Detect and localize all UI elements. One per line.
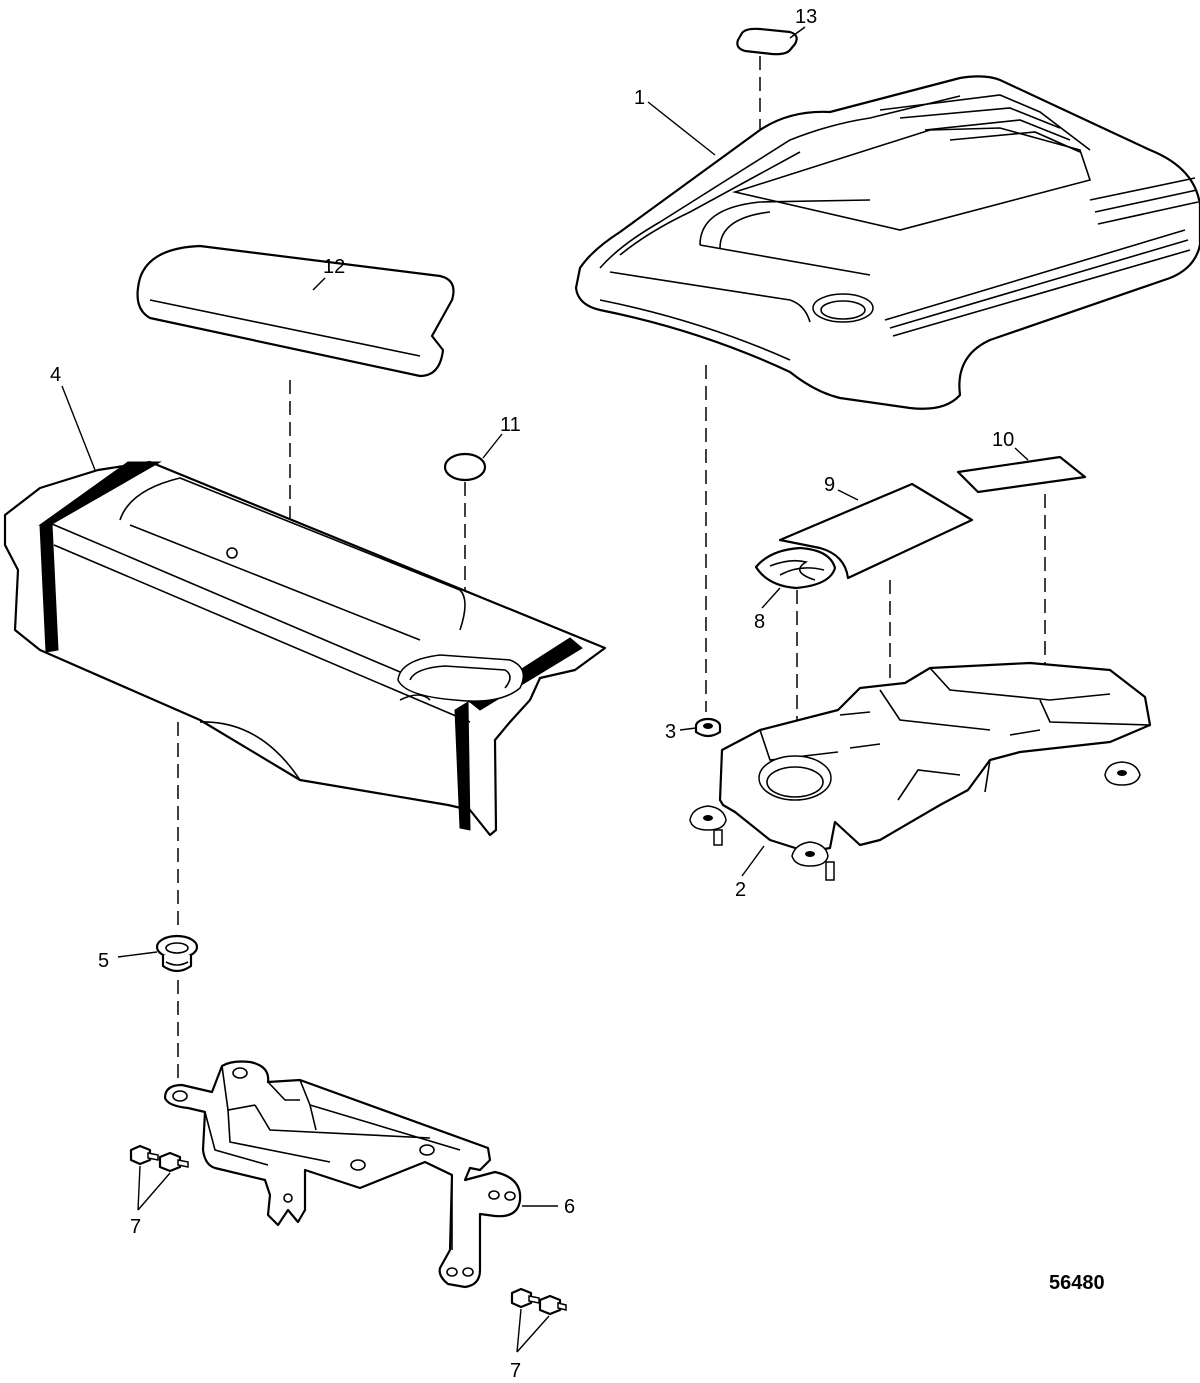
callout-4: 4 — [50, 364, 61, 386]
leader-5 — [117, 951, 158, 958]
part-9-label — [778, 482, 974, 580]
leader-12 — [312, 277, 326, 291]
leader-13 — [789, 26, 806, 39]
leader-3 — [679, 727, 697, 731]
part-11-round-label — [443, 452, 487, 482]
leader-2 — [741, 845, 765, 877]
part-2-bracket-plate — [689, 661, 1152, 881]
callout-13: 13 — [795, 6, 817, 28]
part-6-mounting-bracket — [163, 1060, 522, 1289]
callout-5: 5 — [98, 950, 109, 972]
leader-10 — [1014, 447, 1029, 461]
callout-2: 2 — [735, 879, 746, 901]
callout-10: 10 — [992, 429, 1014, 451]
leader-8 — [761, 587, 781, 609]
callout-8: 8 — [754, 611, 765, 633]
part-3-grommet — [694, 717, 722, 738]
leader-1 — [647, 101, 716, 156]
part-7-bolts-upper — [129, 1144, 189, 1173]
part-13-label — [736, 27, 798, 56]
part-1-engine-cover — [574, 75, 1200, 410]
part-7-bolts-lower — [510, 1287, 567, 1316]
leader-9 — [837, 489, 859, 501]
leader-7a — [137, 1165, 171, 1211]
callout-1: 1 — [634, 87, 645, 109]
callout-9: 9 — [824, 474, 835, 496]
leader-11 — [482, 433, 503, 459]
part-4-side-cover — [3, 460, 607, 837]
callout-12: 12 — [323, 256, 345, 278]
leader-7b — [516, 1308, 550, 1353]
part-5-grommet — [155, 934, 199, 973]
part-12-pad — [136, 244, 455, 378]
callout-3: 3 — [665, 721, 676, 743]
callout-7a: 7 — [130, 1216, 141, 1238]
callout-7b: 7 — [510, 1360, 521, 1382]
part-8-badge — [754, 546, 837, 590]
callout-11: 11 — [500, 414, 521, 436]
part-10-label — [956, 455, 1087, 494]
leader-4 — [61, 385, 96, 471]
figure-id: 56480 — [1049, 1272, 1105, 1294]
callout-6: 6 — [564, 1196, 575, 1218]
